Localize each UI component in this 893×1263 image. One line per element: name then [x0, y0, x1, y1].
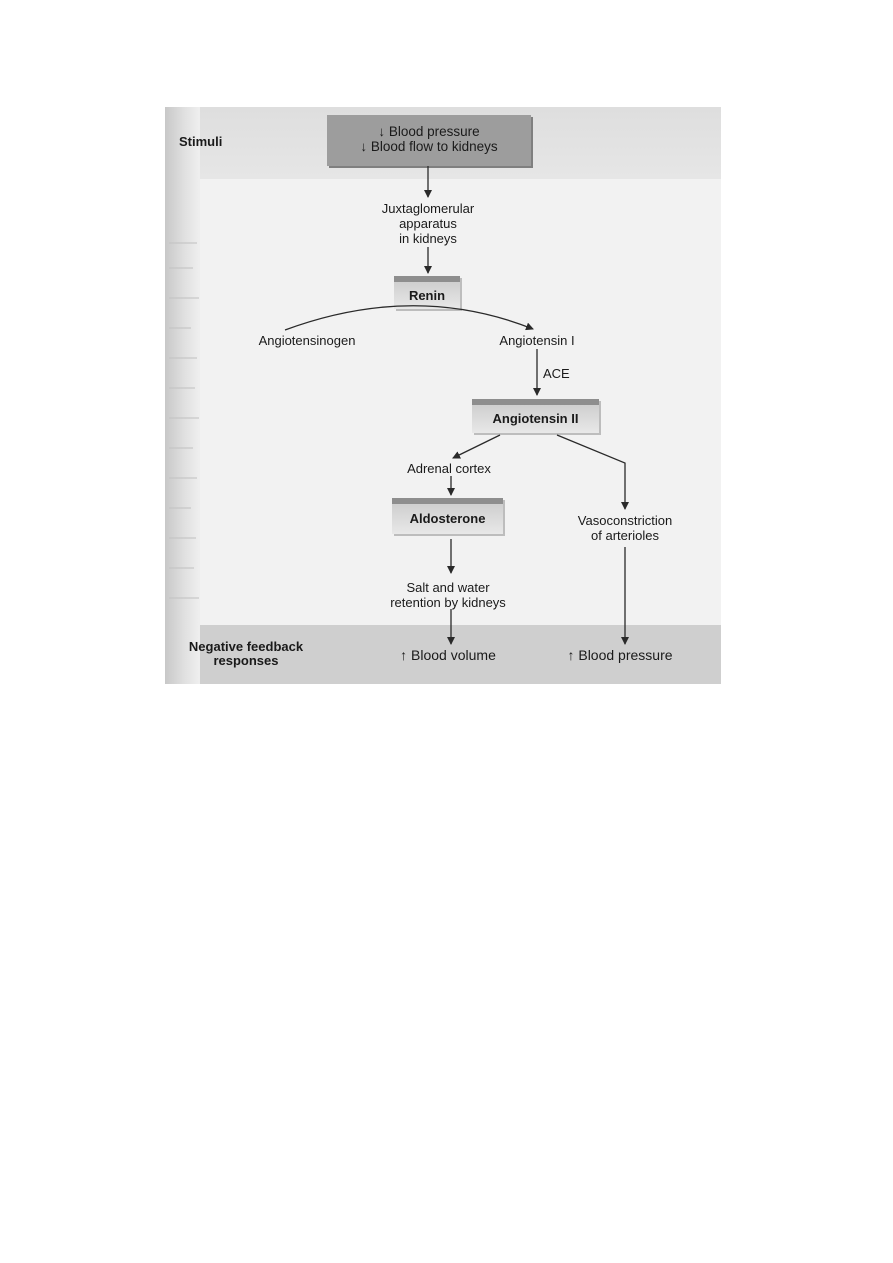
- feedback-label: Negative feedback responses: [188, 639, 304, 668]
- arrow-angiotensin-2-to-adrenal-cortex: [452, 434, 501, 459]
- blood-pressure-result: ↑ Blood pressure: [567, 647, 673, 663]
- arrow-angiotensin-2-to-vasoconstriction: [556, 434, 629, 510]
- stimulus-box: ↓ Blood pressure ↓ Blood flow to kidneys: [327, 115, 531, 166]
- adrenal-cortex-label: Adrenal cortex: [407, 461, 491, 476]
- ace-label: ACE: [543, 366, 570, 381]
- page-edge-shadow: [165, 107, 200, 684]
- blood-volume-result: ↑ Blood volume: [400, 647, 496, 663]
- arrows-layer: [284, 166, 629, 645]
- renin-box: Renin: [394, 276, 460, 309]
- stimulus-line-blood-pressure: ↓ Blood pressure: [378, 124, 480, 139]
- juxtaglomerular-label: Juxtaglomerular apparatus in kidneys: [381, 201, 475, 246]
- angiotensinogen-label: Angiotensinogen: [258, 333, 356, 348]
- angiotensin-2-box: Angiotensin II: [472, 399, 599, 433]
- salt-water-label: Salt and water retention by kidneys: [390, 580, 506, 610]
- aldosterone-box: Aldosterone: [392, 498, 503, 534]
- angiotensin-1-label: Angiotensin I: [499, 333, 575, 348]
- diagram-scan: Stimuli ↓ Blood pressure ↓ Blood flow to…: [165, 107, 721, 684]
- feedback-band: [165, 625, 721, 684]
- arrow-angiotensinogen-to-angiotensin-1: [284, 305, 534, 331]
- stimulus-line-blood-flow: ↓ Blood flow to kidneys: [360, 139, 498, 154]
- stimuli-label: Stimuli: [179, 134, 223, 149]
- vasoconstriction-label: Vasoconstriction of arterioles: [577, 513, 673, 543]
